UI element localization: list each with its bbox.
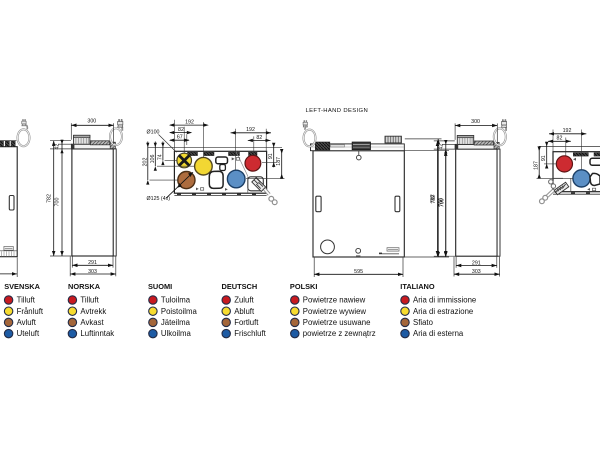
svg-text:91: 91 — [541, 155, 547, 161]
svg-text:67: 67 — [177, 135, 183, 141]
svg-text:DEUTSCH: DEUTSCH — [222, 282, 258, 291]
svg-text:Ø100: Ø100 — [147, 129, 160, 135]
svg-text:82: 82 — [256, 135, 262, 141]
svg-text:Sfiato: Sfiato — [413, 318, 434, 327]
svg-text:Avluft: Avluft — [17, 318, 37, 327]
svg-text:Avtrekk: Avtrekk — [80, 307, 106, 316]
svg-text:187: 187 — [276, 157, 282, 166]
svg-text:Ø125 (4x): Ø125 (4x) — [147, 196, 171, 202]
svg-text:Tilluft: Tilluft — [80, 296, 99, 305]
svg-text:82: 82 — [557, 136, 563, 142]
svg-text:Poistoilma: Poistoilma — [161, 307, 198, 316]
svg-text:Powietrze nawiew: Powietrze nawiew — [303, 296, 366, 305]
svg-text:Tuloilma: Tuloilma — [161, 296, 191, 305]
svg-text:Luftinntak: Luftinntak — [80, 329, 114, 338]
svg-text:Zuluft: Zuluft — [234, 296, 254, 305]
svg-text:202: 202 — [142, 158, 148, 167]
svg-text:Aria di estrazione: Aria di estrazione — [413, 307, 473, 316]
svg-text:SVENSKA: SVENSKA — [4, 282, 40, 291]
svg-text:Abluft: Abluft — [234, 307, 255, 316]
svg-text:74: 74 — [157, 154, 163, 160]
svg-text:NORSKA: NORSKA — [68, 282, 101, 291]
svg-text:192: 192 — [185, 120, 194, 126]
svg-text:187: 187 — [533, 161, 539, 170]
svg-text:POLSKI: POLSKI — [290, 282, 318, 291]
svg-text:Tilluft: Tilluft — [17, 296, 36, 305]
svg-text:192: 192 — [246, 127, 255, 133]
svg-text:82: 82 — [178, 127, 184, 133]
svg-text:Avkast: Avkast — [80, 318, 104, 327]
svg-text:Uteluft: Uteluft — [17, 329, 40, 338]
svg-text:LEFT-HAND DESIGN: LEFT-HAND DESIGN — [306, 108, 369, 114]
svg-text:700: 700 — [440, 198, 446, 207]
svg-text:91: 91 — [268, 153, 274, 159]
svg-text:192: 192 — [563, 128, 572, 134]
svg-text:Powietrze usuwane: Powietrze usuwane — [303, 318, 371, 327]
svg-text:595: 595 — [354, 269, 363, 275]
svg-text:782: 782 — [431, 195, 437, 204]
svg-text:Aria di esterna: Aria di esterna — [413, 329, 464, 338]
svg-text:106: 106 — [150, 155, 156, 164]
svg-text:Aria di immissione: Aria di immissione — [413, 296, 476, 305]
svg-text:Ulkoilma: Ulkoilma — [161, 329, 192, 338]
svg-text:Powietrze wywiew: Powietrze wywiew — [303, 307, 367, 316]
svg-text:powietrze z zewnątrz: powietrze z zewnątrz — [303, 329, 376, 338]
svg-text:Frånluft: Frånluft — [17, 307, 44, 316]
svg-text:Frischluft: Frischluft — [234, 329, 266, 338]
svg-text:Jäteilma: Jäteilma — [161, 318, 191, 327]
svg-text:SUOMI: SUOMI — [148, 282, 172, 291]
svg-text:ITALIANO: ITALIANO — [400, 282, 435, 291]
svg-text:Fortluft: Fortluft — [234, 318, 259, 327]
